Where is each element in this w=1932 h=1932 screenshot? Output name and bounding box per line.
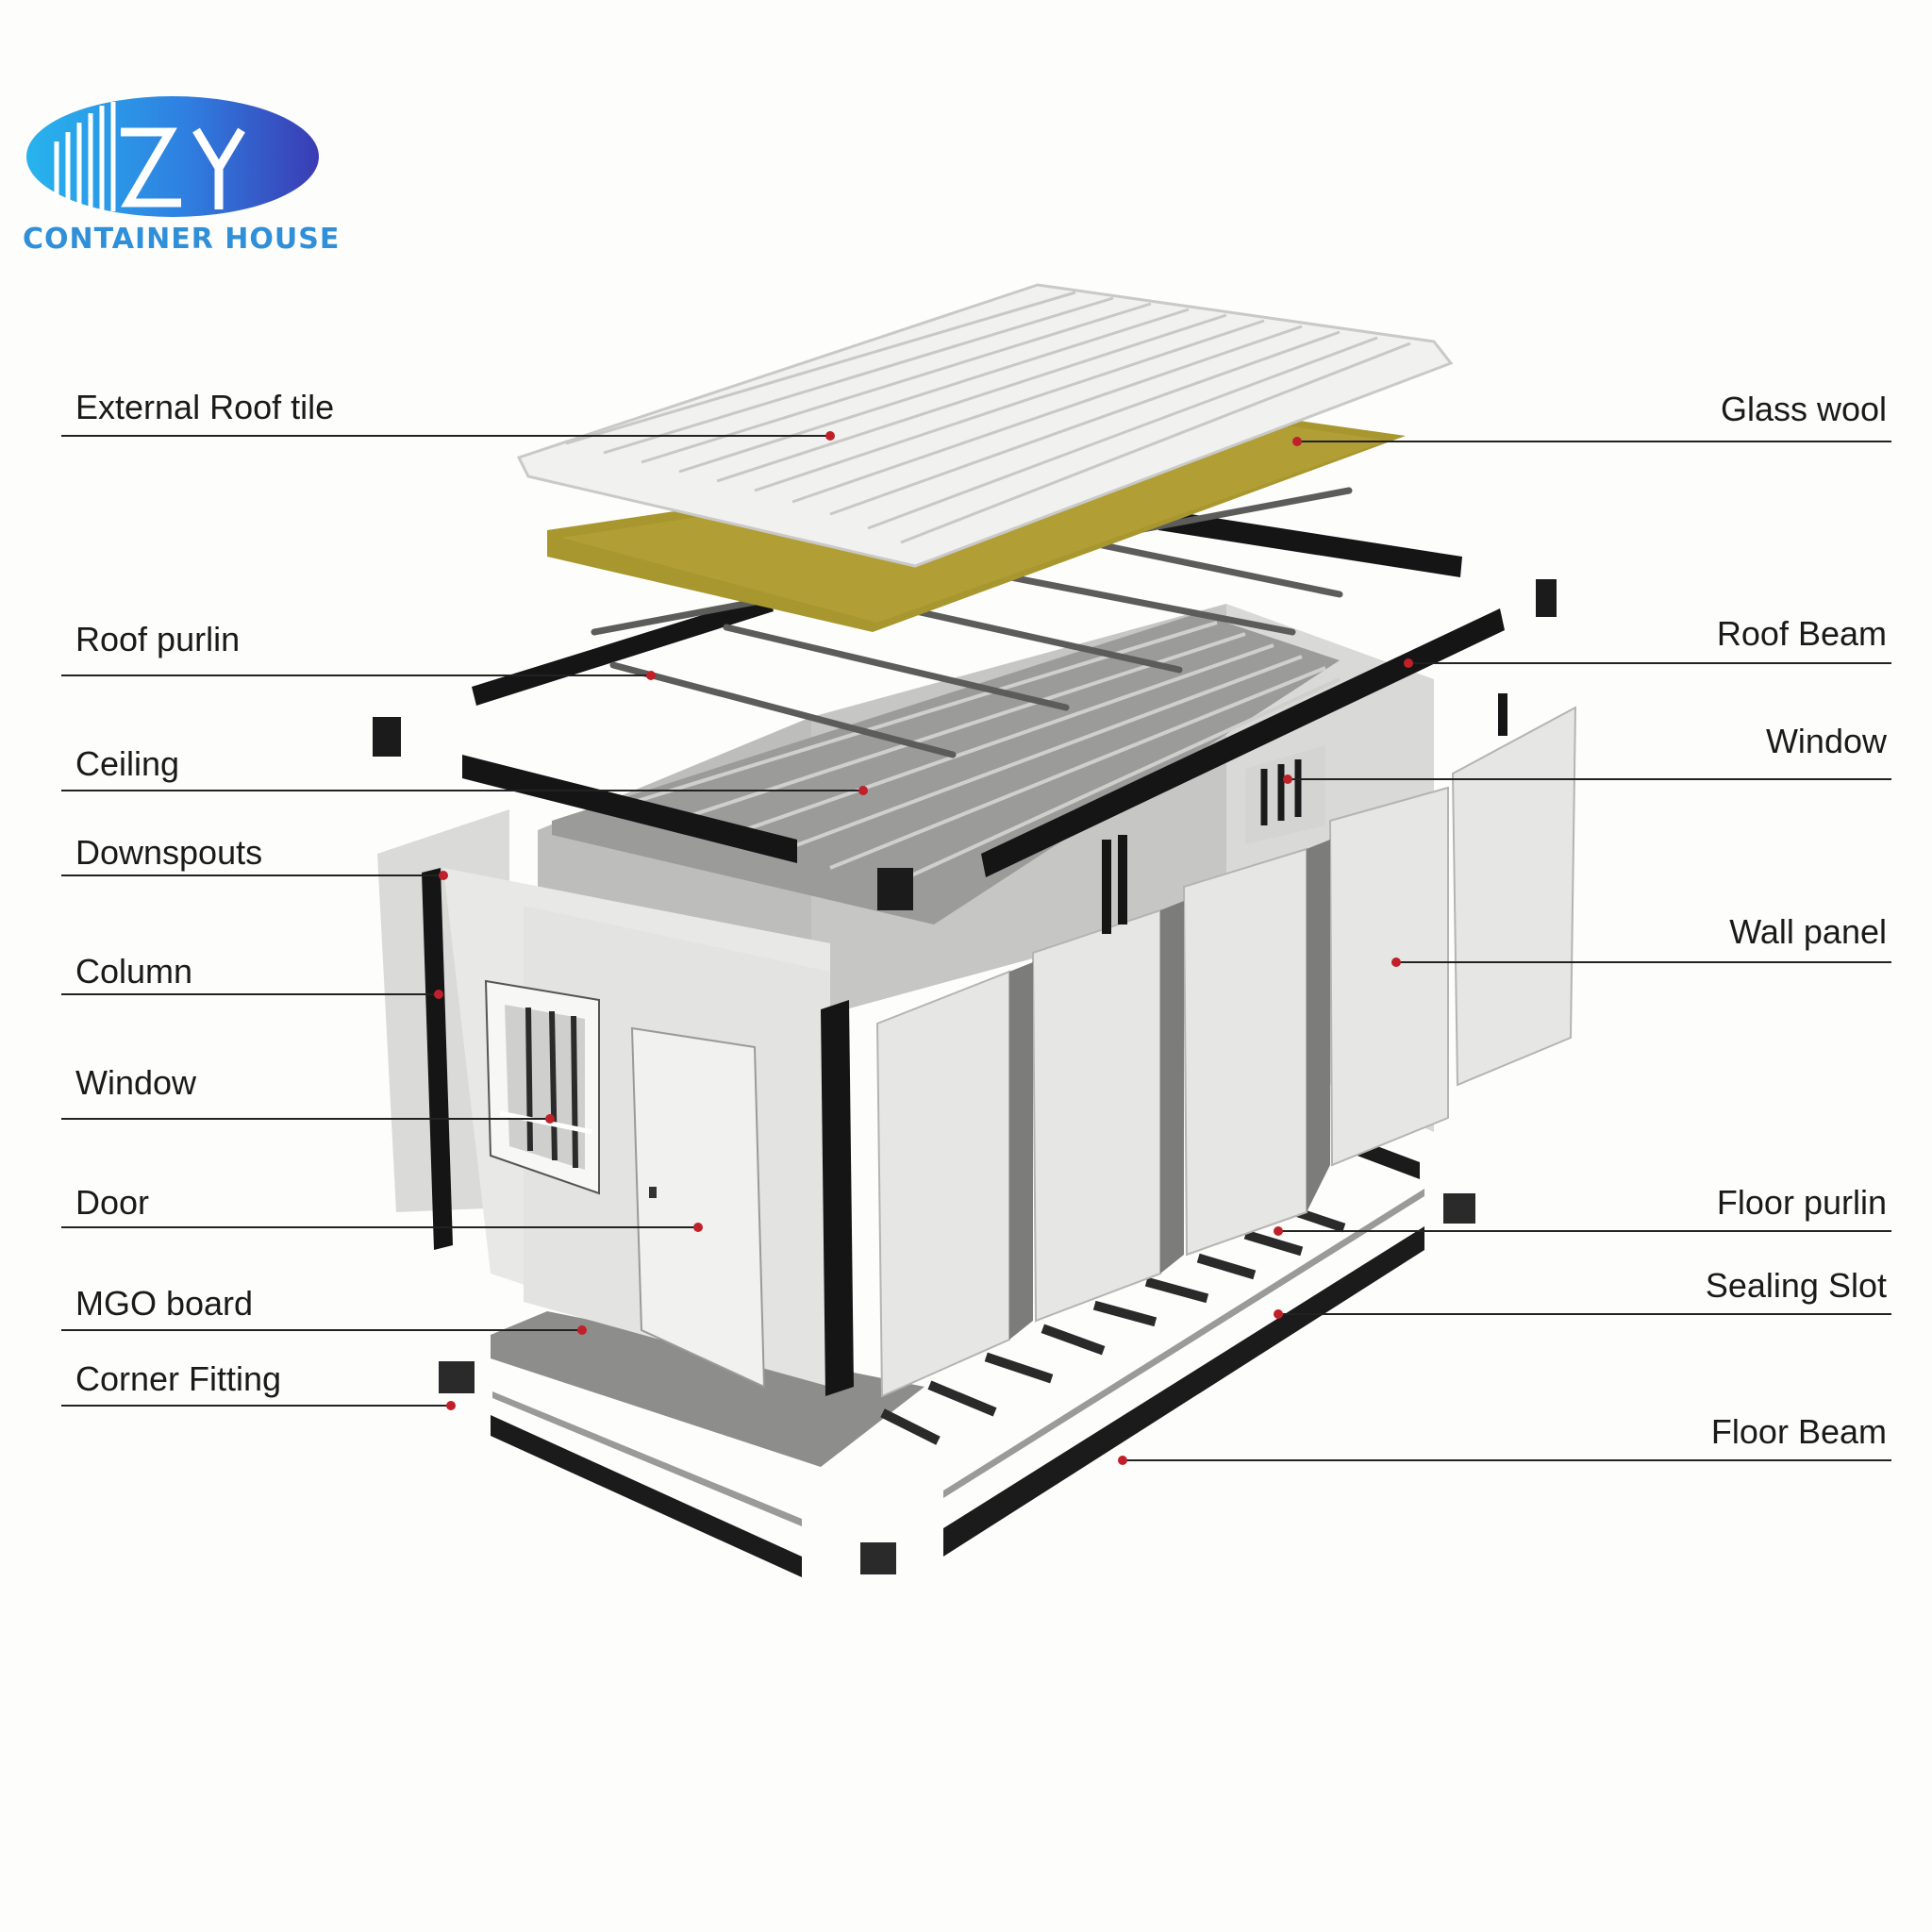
label-floor-purlin: Floor purlin [1716, 1183, 1887, 1222]
floor-assembly [439, 1132, 1475, 1577]
roof-beam-right [981, 608, 1505, 877]
roof-tile-shape [516, 283, 1454, 568]
sealing-slot-side [943, 1189, 1424, 1498]
leader-lines [61, 435, 1891, 1461]
wall-panel-3 [1182, 847, 1307, 1257]
label-corner-fitting: Corner Fitting [75, 1359, 282, 1398]
label-roof-purlin: Roof purlin [75, 620, 241, 658]
label-mgo-board: MGO board [75, 1284, 254, 1323]
sealing-slot-front [492, 1391, 802, 1526]
logo-tagline: CONTAINER HOUSE [23, 223, 341, 256]
floor-beam-side [943, 1226, 1424, 1557]
corner-fitting-shape [439, 1361, 475, 1393]
wall-panel-2 [1031, 908, 1161, 1323]
label-window-left: Window [75, 1063, 197, 1102]
label-roof-beam: Roof Beam [1716, 614, 1887, 653]
window-right-shape [1245, 745, 1325, 844]
label-floor-beam: Floor Beam [1710, 1412, 1887, 1451]
label-window-right: Window [1765, 722, 1887, 760]
roof-beam-left [462, 755, 797, 863]
label-glass-wool: Glass wool [1720, 390, 1887, 428]
label-downspouts: Downspouts [75, 833, 263, 872]
roof-frame-assembly [373, 487, 1557, 924]
label-column: Column [75, 952, 193, 991]
wall-panel-5 [1451, 706, 1577, 1087]
label-external-roof-tile: External Roof tile [75, 388, 335, 426]
label-ceiling: Ceiling [75, 744, 180, 783]
wall-panel-4 [1328, 786, 1449, 1167]
wall-panel-1 [875, 970, 1010, 1398]
mgo-board-shape [491, 1311, 924, 1467]
label-door: Door [75, 1183, 150, 1222]
column-front [821, 1000, 854, 1396]
window-left-shape [484, 979, 600, 1195]
label-sealing-slot: Sealing Slot [1705, 1266, 1887, 1305]
floor-beam-front [491, 1415, 802, 1577]
floor-purlins [880, 1206, 1346, 1445]
column-left [422, 868, 453, 1250]
zy-logo [26, 96, 319, 217]
door-shape [630, 1026, 766, 1389]
leader-markers [434, 431, 1413, 1465]
logo-letters-zy [121, 127, 245, 209]
label-wall-panel: Wall panel [1729, 912, 1887, 951]
